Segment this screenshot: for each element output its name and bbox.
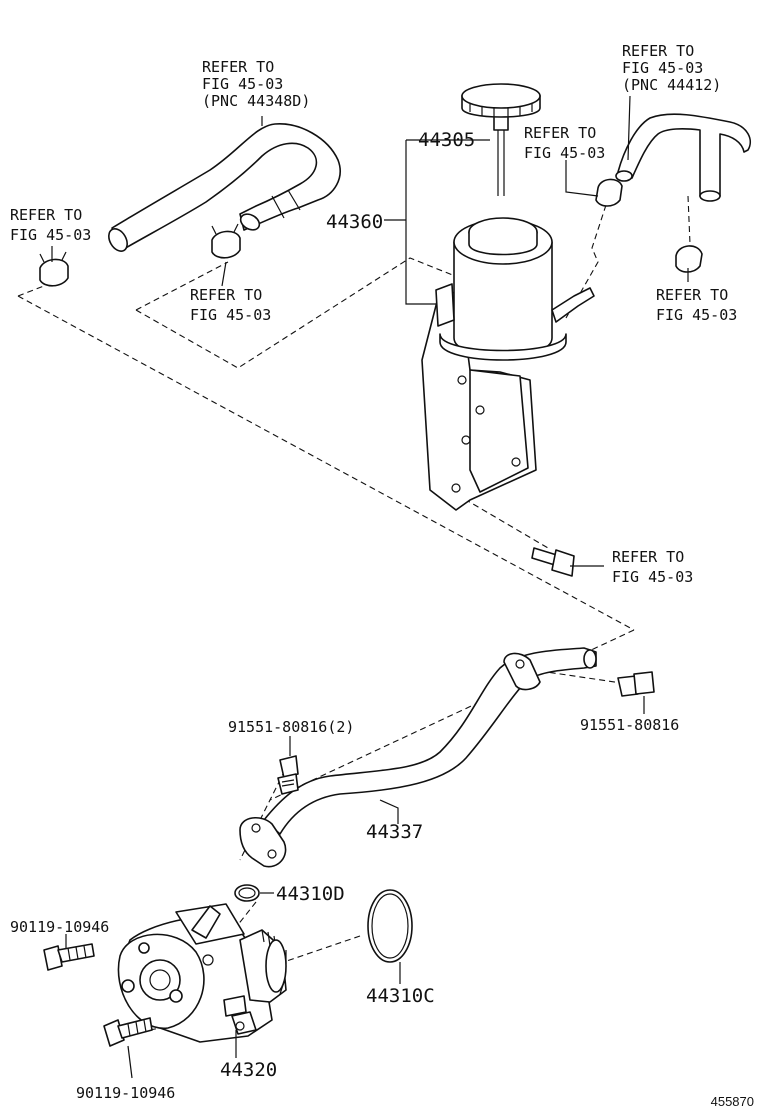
svg-text:REFER TO: REFER TO <box>524 124 596 142</box>
svg-text:(PNC 44412): (PNC 44412) <box>622 76 721 94</box>
pump-bolt-lower <box>103 1017 153 1047</box>
svg-text:FIG 45-03: FIG 45-03 <box>524 144 605 162</box>
callout-bracket-bolt: REFER TO FIG 45-03 <box>612 548 693 586</box>
pipe-bolt-right <box>617 671 655 697</box>
leader-lines <box>51 95 689 1079</box>
svg-text:(PNC 44348D): (PNC 44348D) <box>202 92 310 110</box>
part-number-cap: 44305 <box>418 129 475 151</box>
bracket-bolt <box>531 547 575 577</box>
part-number-pump: 44320 <box>220 1059 277 1081</box>
pipe-clamp-right <box>675 245 703 273</box>
svg-text:REFER TO: REFER TO <box>622 42 694 60</box>
part-number-pipe-bolt-right: 91551-80816 <box>580 716 679 734</box>
callout-clamp-middle: REFER TO FIG 45-03 <box>190 286 271 324</box>
return-pipe <box>615 113 752 202</box>
hose-clamp-left <box>39 251 69 287</box>
part-number-pipe: 44337 <box>366 821 423 843</box>
callout-hose-top: REFER TO FIG 45-03 (PNC 44348D) <box>202 58 310 110</box>
svg-text:FIG 45-03: FIG 45-03 <box>202 75 283 93</box>
pump-bolt-upper <box>43 943 95 971</box>
pipe-bolt-left <box>277 755 299 795</box>
pipe-clamp-upper-right <box>595 178 623 207</box>
o-ring-d <box>234 884 260 902</box>
assembly-dashed-lines <box>17 195 691 1031</box>
svg-text:FIG 45-03: FIG 45-03 <box>622 59 703 77</box>
callout-pipe-top: REFER TO FIG 45-03 (PNC 44412) <box>622 42 721 94</box>
part-number-pump-bolt-lower: 90119-10946 <box>76 1084 175 1102</box>
svg-text:REFER TO: REFER TO <box>612 548 684 566</box>
figure-id: 455870 <box>711 1094 754 1109</box>
reservoir-cap <box>461 83 541 196</box>
svg-text:REFER TO: REFER TO <box>656 286 728 304</box>
svg-text:REFER TO: REFER TO <box>10 206 82 224</box>
svg-text:FIG 45-03: FIG 45-03 <box>612 568 693 586</box>
svg-text:FIG 45-03: FIG 45-03 <box>656 306 737 324</box>
callout-clamp-right: REFER TO FIG 45-03 <box>656 286 737 324</box>
pressure-pipe <box>239 647 597 868</box>
reservoir-tank <box>421 217 595 511</box>
vane-pump <box>117 903 287 1043</box>
o-ring-c <box>367 889 413 963</box>
part-number-pipe-bolt-left: 91551-80816(2) <box>228 718 354 736</box>
svg-text:REFER TO: REFER TO <box>202 58 274 76</box>
hose-clamp-middle <box>211 223 241 259</box>
part-number-o-ring-d: 44310D <box>276 883 345 905</box>
svg-text:REFER TO: REFER TO <box>190 286 262 304</box>
part-number-reservoir: 44360 <box>326 211 383 233</box>
svg-text:FIG 45-03: FIG 45-03 <box>190 306 271 324</box>
part-number-pump-bolt-upper: 90119-10946 <box>10 918 109 936</box>
return-hose <box>108 123 341 252</box>
svg-text:FIG 45-03: FIG 45-03 <box>10 226 91 244</box>
part-number-o-ring-c: 44310C <box>366 985 435 1007</box>
callout-clamp-left: REFER TO FIG 45-03 <box>10 206 91 244</box>
callout-clamp-upper-right: REFER TO FIG 45-03 <box>524 124 605 162</box>
